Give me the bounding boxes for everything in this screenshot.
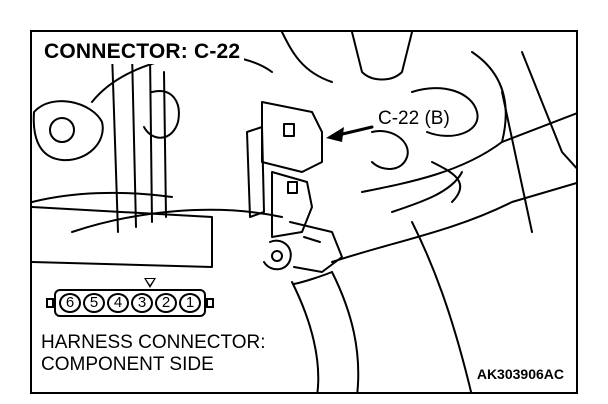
connector-pin: 4 [107, 293, 129, 313]
callout-arrowhead [326, 127, 344, 142]
bolt-hole [49, 117, 75, 143]
diagram-title: CONNECTOR: C-22 [40, 40, 245, 64]
figure-code: AK303906AC [474, 366, 566, 382]
harness-caption: HARNESS CONNECTOR: COMPONENT SIDE [38, 332, 269, 376]
harness-caption-line: HARNESS CONNECTOR: [41, 332, 266, 353]
connector-key-marker [144, 278, 156, 288]
connector-lock-left [46, 298, 54, 308]
connector-pin: 5 [83, 293, 105, 313]
connector-lock-right [206, 298, 214, 308]
connector-pin: 1 [179, 293, 201, 313]
connector-pin: 2 [155, 293, 177, 313]
connector-pin-row: 6 5 4 3 2 1 [54, 289, 206, 317]
harness-connector-face: 6 5 4 3 2 1 [46, 289, 214, 317]
diagram-frame: CONNECTOR: C-22 C-22 (B) 6 5 4 3 2 1 HAR… [30, 30, 578, 394]
bolt-boss-outline [32, 100, 104, 162]
connector-pin: 3 [131, 293, 153, 313]
connector-callout-label: C-22 (B) [376, 108, 452, 130]
harness-caption-line: COMPONENT SIDE [41, 354, 214, 375]
connector-pin: 6 [59, 293, 81, 313]
engine-bay-illustration [32, 32, 576, 392]
